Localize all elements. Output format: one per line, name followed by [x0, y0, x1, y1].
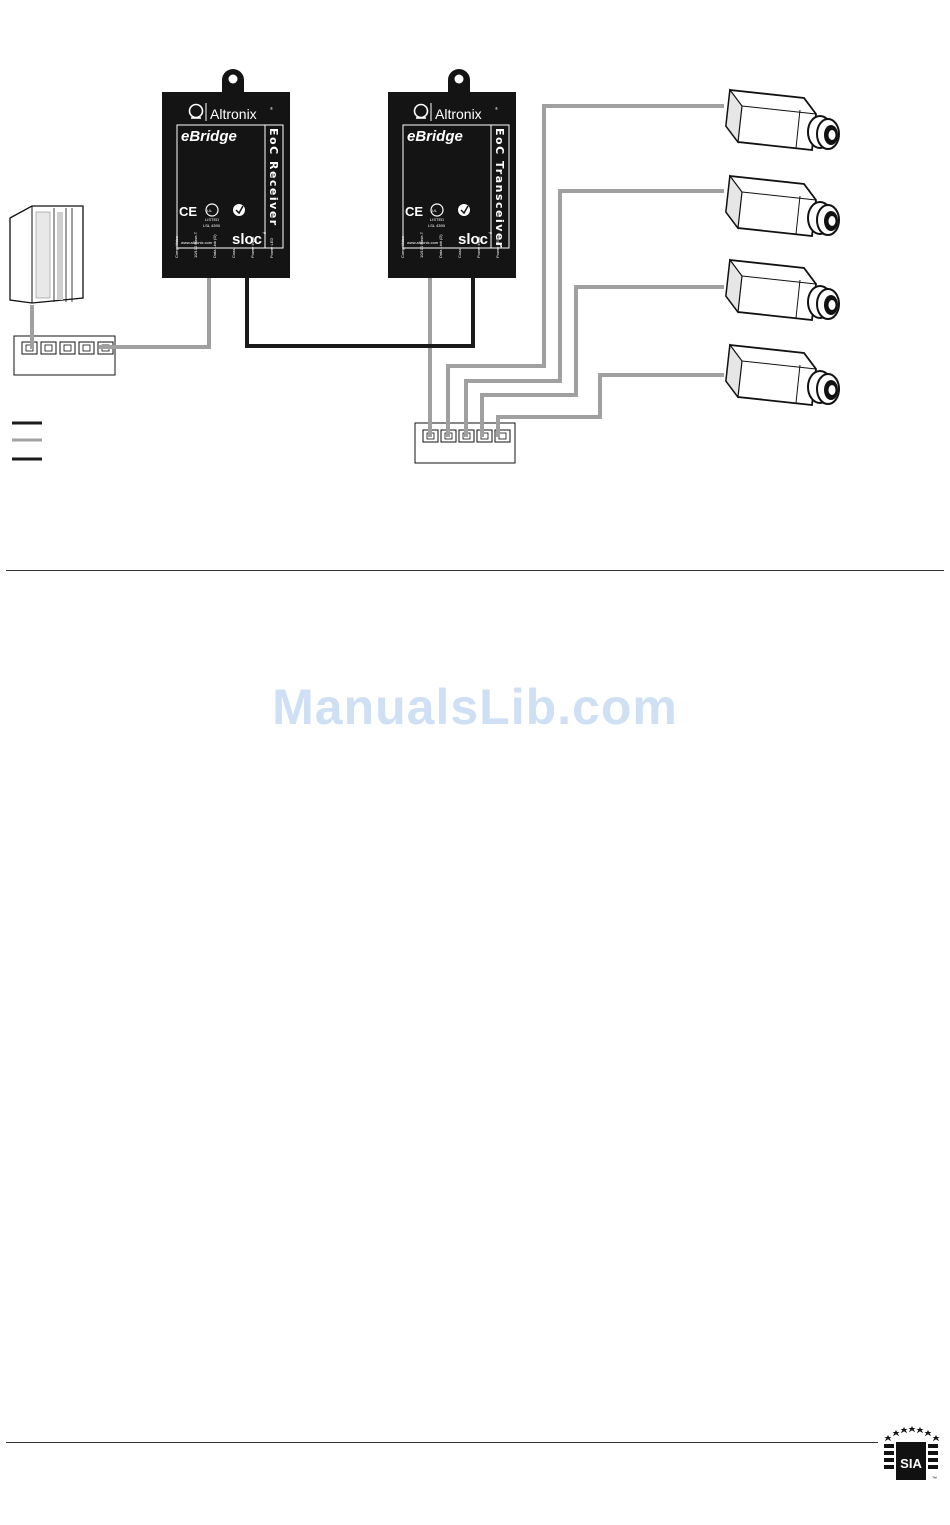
- listed-text: LISTED: [205, 217, 219, 222]
- ul-text: UL: [432, 208, 438, 213]
- wiring-diagram: Altronix ® eBridge EoC Receiver CE UL LI…: [9, 69, 840, 464]
- terminal-label: Coax: [231, 249, 236, 258]
- ip-camera-icon: [725, 88, 840, 151]
- listing-number: LSL 4390: [428, 223, 446, 228]
- ip-camera-icon: [725, 258, 840, 321]
- ip-camera-icon: [725, 343, 840, 406]
- brand-mark: ®: [495, 106, 498, 111]
- footer-divider-line: [6, 1442, 878, 1443]
- check-mark-icon: [233, 204, 245, 216]
- cat5-cables: [30, 104, 724, 437]
- terminal-label: Comp Video: [400, 235, 405, 258]
- ethernet-port-icon: [476, 429, 493, 443]
- terminal-label: Comp Video: [174, 235, 179, 258]
- device-brand: Altronix: [435, 106, 482, 122]
- eoc-receiver: Altronix ® eBridge EoC Receiver CE UL LI…: [162, 69, 290, 278]
- sloc-mark: ™: [262, 231, 266, 236]
- legend: [12, 421, 42, 461]
- seal-mark: ™: [932, 1476, 937, 1482]
- eoc-transceiver: Altronix ® eBridge EoC Transceiver CE UL…: [388, 69, 516, 278]
- coax-cable: [245, 275, 475, 348]
- terminal-label: Power LED: [495, 238, 500, 258]
- seal-logo-icon: SIA ™: [884, 1426, 940, 1482]
- ethernet-port-icon: [40, 341, 57, 355]
- ip-camera-icon: [725, 174, 840, 237]
- ethernet-port-icon: [78, 341, 95, 355]
- ul-mark-icon: [205, 203, 219, 217]
- altronix-logo-icon: [188, 103, 204, 119]
- terminal-label: Coax: [457, 249, 462, 258]
- ul-mark-icon: [430, 203, 444, 217]
- website-text: www.altronix.com: [407, 240, 439, 245]
- terminal-label: Power Input: [250, 236, 255, 258]
- brand-mark: ®: [270, 106, 273, 111]
- product-name: eBridge: [181, 128, 237, 145]
- altronix-logo-icon: [413, 103, 429, 119]
- sloc-logo: sloc: [232, 231, 262, 248]
- network-switch-icon: [13, 335, 116, 376]
- device-brand: Altronix: [210, 106, 257, 122]
- terminal-label: Power Input: [476, 236, 481, 258]
- terminal-label: Data Link (D): [438, 234, 443, 258]
- ethernet-port-icon: [59, 341, 76, 355]
- terminal-label: 10/100 Base-T: [193, 231, 198, 258]
- terminal-label: Data Link (D): [212, 234, 217, 258]
- device-label: EoC Receiver: [267, 128, 280, 227]
- watermark: ManualsLib.com: [272, 679, 678, 735]
- ul-text: UL: [207, 208, 213, 213]
- sloc-mark: ™: [488, 231, 492, 236]
- sloc-logo: sloc: [458, 231, 488, 248]
- check-mark-icon: [458, 204, 470, 216]
- ce-mark: CE: [179, 204, 197, 219]
- website-text: www.altronix.com: [181, 240, 213, 245]
- device-label: EoC Transceiver: [493, 128, 506, 249]
- terminal-label: 10/100 Base-T: [419, 231, 424, 258]
- server-tower-icon: [9, 205, 84, 304]
- terminal-label: Power LED: [269, 238, 274, 258]
- divider-line: [6, 570, 944, 571]
- ethernet-port-icon: [21, 341, 38, 355]
- ce-mark: CE: [405, 204, 423, 219]
- seal-text: SIA: [900, 1456, 922, 1471]
- listing-number: LSL 4390: [203, 223, 221, 228]
- listed-text: LISTED: [430, 217, 444, 222]
- product-name: eBridge: [407, 128, 463, 145]
